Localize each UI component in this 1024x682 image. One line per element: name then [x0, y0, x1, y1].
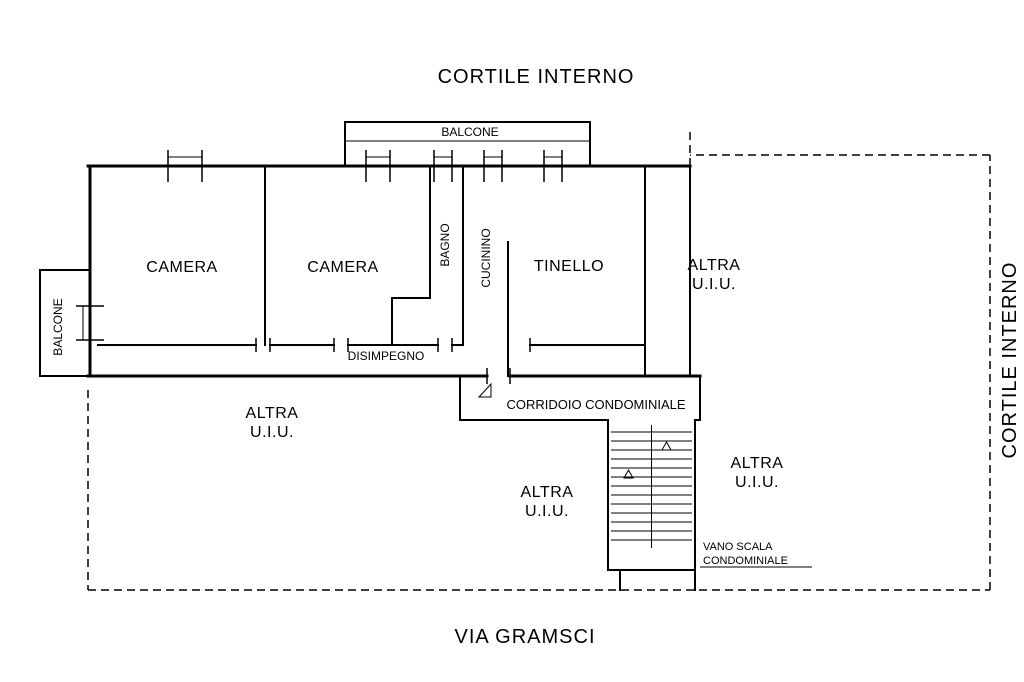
title-cortile-interno-top: CORTILE INTERNO — [438, 66, 635, 88]
label-vano-scala-line2: CONDOMINIALE — [703, 555, 788, 567]
dashed-boundary — [87, 128, 991, 591]
room-label-disimpegno: DISIMPEGNO — [348, 349, 425, 363]
title-cortile-interno-right: CORTILE INTERNO — [999, 262, 1021, 459]
room-label-tinello: TINELLO — [534, 258, 604, 275]
room-label-bagno: BAGNO — [438, 223, 452, 266]
entrance-door-symbol — [477, 382, 492, 398]
label-balcone-top: BALCONE — [441, 125, 498, 139]
title-via-gramsci: VIA GRAMSCI — [454, 626, 595, 648]
room-label-camera-2: CAMERA — [307, 259, 378, 276]
room-label-altra-uiu-center-line2: U.I.U. — [525, 503, 569, 520]
room-label-altra-uiu-center-line1: ALTRA — [521, 484, 574, 501]
stair-direction-arrow — [661, 440, 672, 451]
room-label-altra-uiu-left-line2: U.I.U. — [250, 424, 294, 441]
balcony-top — [344, 121, 591, 167]
interior-walls — [97, 165, 646, 377]
stair-direction-arrow — [623, 468, 634, 479]
label-corridoio-condominiale: CORRIDOIO CONDOMINIALE — [506, 397, 685, 412]
label-balcone-left: BALCONE — [51, 298, 65, 355]
corridor-walls — [459, 375, 701, 421]
window-symbols — [76, 150, 563, 341]
room-label-camera-1: CAMERA — [146, 259, 217, 276]
room-label-altra-uiu-left-line1: ALTRA — [246, 405, 299, 422]
room-label-altra-uiu-top-right-line1: ALTRA — [688, 257, 741, 274]
room-label-altra-uiu-bottom-right-line2: U.I.U. — [735, 474, 779, 491]
room-label-altra-uiu-top-right-line2: U.I.U. — [692, 276, 736, 293]
room-label-altra-uiu-bottom-right-line1: ALTRA — [731, 455, 784, 472]
door-symbols — [255, 338, 531, 398]
labels: CORTILE INTERNO BALCONE CAMERA CAMERA BA… — [51, 66, 1021, 648]
stairwell — [607, 419, 696, 591]
label-vano-scala-line1: VANO SCALA — [703, 541, 773, 553]
stair-treads — [611, 425, 692, 548]
room-label-cucinino: CUCININO — [479, 228, 493, 287]
balcony-left — [39, 269, 91, 377]
